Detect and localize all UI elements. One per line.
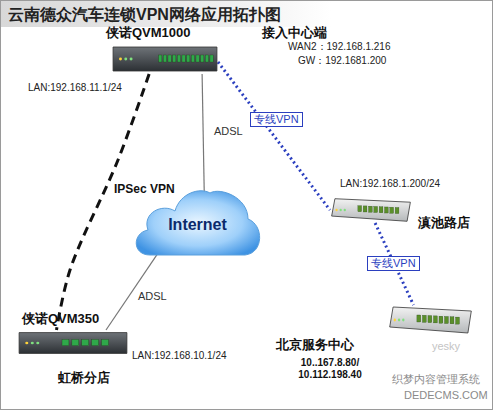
- device-picture: [112, 44, 218, 74]
- link-label: ADSL: [136, 290, 169, 303]
- device-body: [19, 333, 127, 354]
- led-symbol: [25, 342, 28, 344]
- node-text: 10..167.8.80/ 10.112.198.40: [284, 357, 376, 381]
- port-symbol: [177, 55, 180, 62]
- network-device: 北京服务中心10..167.8.80/ 10.112.198.40: [388, 305, 473, 335]
- led-symbol: [335, 209, 337, 211]
- link-label: IPSec VPN: [112, 182, 177, 196]
- title-band: [1, 1, 331, 27]
- watermark-text: DEDECMS.COM: [404, 389, 488, 401]
- led-symbol: [340, 209, 342, 211]
- node-text: LAN:192.168.11.1/24: [28, 82, 122, 94]
- port-symbol: [92, 340, 99, 346]
- led-symbol: [130, 58, 133, 61]
- node-text: 滇池路店: [418, 215, 470, 231]
- link-label: 专线VPN: [367, 256, 420, 271]
- watermark-text: yesky: [432, 340, 460, 352]
- led-symbol: [119, 58, 122, 61]
- diagram-title: 云南德众汽车连锁VPN网络应用拓扑图: [8, 5, 281, 26]
- node-text: 接入中心端: [262, 25, 327, 41]
- port-symbol: [385, 207, 389, 213]
- port-symbol: [205, 55, 208, 62]
- led-symbol: [402, 319, 404, 322]
- port-symbol: [456, 317, 460, 324]
- port-symbol: [82, 340, 89, 346]
- port-symbol: [187, 55, 190, 62]
- port-symbol: [191, 55, 194, 62]
- port-symbol: [72, 340, 79, 346]
- port-symbol: [428, 316, 432, 323]
- port-symbol: [210, 55, 213, 62]
- device-body: [332, 199, 411, 222]
- led-symbol: [394, 319, 396, 322]
- network-device: LAN:192.168.1.200/24滇池路店: [330, 197, 412, 223]
- device-picture: [330, 197, 412, 223]
- led-symbol: [36, 342, 39, 344]
- port-symbol: [159, 55, 162, 62]
- link-label: ADSL: [212, 125, 245, 138]
- port-symbol: [390, 207, 394, 213]
- port-symbol: [417, 315, 421, 322]
- cloud-shape: [136, 191, 259, 255]
- node-text: 北京服务中心: [276, 337, 354, 353]
- watermark-text: 织梦内容管理系统: [392, 372, 480, 387]
- port-symbol: [358, 206, 362, 212]
- led-symbol: [398, 319, 400, 322]
- port-symbol: [433, 316, 437, 323]
- port-symbol: [363, 206, 367, 212]
- port-symbol: [439, 316, 443, 323]
- port-symbol: [62, 340, 69, 346]
- network-device: 侠诺QVM1000接入中心端LAN:192.168.11.1/24WAN2：19…: [112, 44, 218, 74]
- port-symbol: [182, 55, 185, 62]
- port-symbol: [422, 315, 426, 322]
- port-symbol: [369, 206, 373, 212]
- port-symbol: [168, 55, 171, 62]
- node-text: Internet: [168, 215, 227, 234]
- node-text: LAN:192.168.1.200/24: [340, 178, 440, 190]
- port-symbol: [379, 207, 383, 213]
- node-text: LAN:192.168.10.1/24: [132, 350, 227, 362]
- node-text: 虹桥分店: [58, 370, 110, 386]
- port-symbol: [196, 55, 199, 62]
- port-symbol: [445, 317, 449, 324]
- node-text: WAN2：192.168.1.216: [288, 41, 390, 53]
- port-symbol: [450, 317, 454, 324]
- node-text: 侠诺QVM1000: [106, 25, 191, 41]
- device-picture: [18, 330, 128, 356]
- port-symbol: [374, 206, 378, 212]
- led-symbol: [344, 209, 346, 211]
- port-symbol: [201, 55, 204, 62]
- internet-cloud: Internet: [130, 185, 265, 265]
- network-device: 侠诺QVM350LAN:192.168.10.1/24虹桥分店: [18, 330, 128, 356]
- port-symbol: [163, 55, 166, 62]
- link-label: 专线VPN: [250, 112, 303, 127]
- led-symbol: [124, 58, 127, 61]
- device-body: [390, 307, 472, 333]
- port-symbol: [395, 207, 399, 213]
- port-symbol: [173, 55, 176, 62]
- device-picture: [388, 305, 473, 335]
- port-symbol: [102, 340, 109, 346]
- node-text: 侠诺QVM350: [22, 311, 99, 327]
- device-body: [113, 47, 217, 71]
- network-link: [202, 74, 204, 193]
- led-symbol: [31, 342, 34, 344]
- node-text: GW：192.1681.200: [298, 55, 386, 67]
